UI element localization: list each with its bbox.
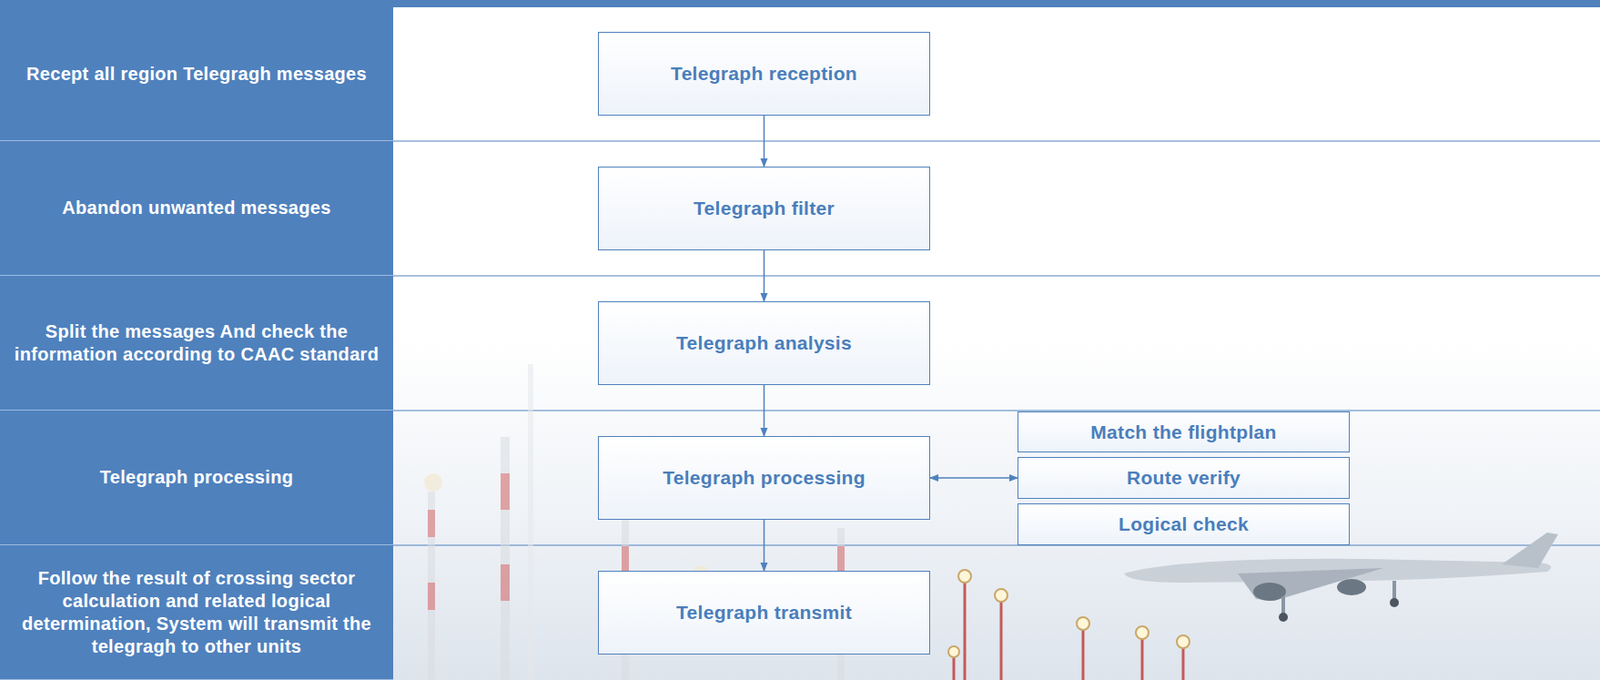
check-box: Logical check [1017,503,1350,546]
lane-text: Split the messages And check the informa… [12,320,381,366]
process-box: Telegraph reception [597,31,931,116]
process-box: Telegraph filter [597,166,931,251]
process-box: Telegraph processing [597,435,931,520]
box-label: Telegraph processing [662,465,866,490]
lane-label: Follow the result of crossing sector cal… [0,545,394,680]
lane-text: Abandon unwanted messages [61,196,331,220]
box-label: Telegraph reception [670,61,858,86]
lane-text: Follow the result of crossing sector cal… [12,567,381,659]
lane-label: Telegraph processing [0,410,394,546]
box-label: Logical check [1118,512,1249,537]
lane-text: Telegraph processing [100,465,294,489]
box-label: Route verify [1126,465,1241,490]
lane-text: Recept all region Telegragh messages [26,62,367,86]
box-label: Match the flightplan [1090,420,1276,445]
flow-arrow [763,384,766,436]
box-label: Telegraph filter [693,196,835,221]
lane-label: Recept all region Telegragh messages [0,7,394,142]
lane-label: Abandon unwanted messages [0,141,394,276]
box-label: Telegraph transmit [676,600,852,625]
flow-arrow [763,519,766,571]
lane-label: Split the messages And check the informa… [0,275,394,411]
flow-arrow [930,476,1018,479]
flow-arrow [763,115,766,167]
check-box: Match the flightplan [1017,411,1350,453]
box-label: Telegraph analysis [676,331,852,355]
process-box: Telegraph transmit [597,570,931,655]
check-box: Route verify [1017,456,1350,499]
process-box: Telegraph analysis [597,301,931,385]
flow-arrow [763,250,766,302]
